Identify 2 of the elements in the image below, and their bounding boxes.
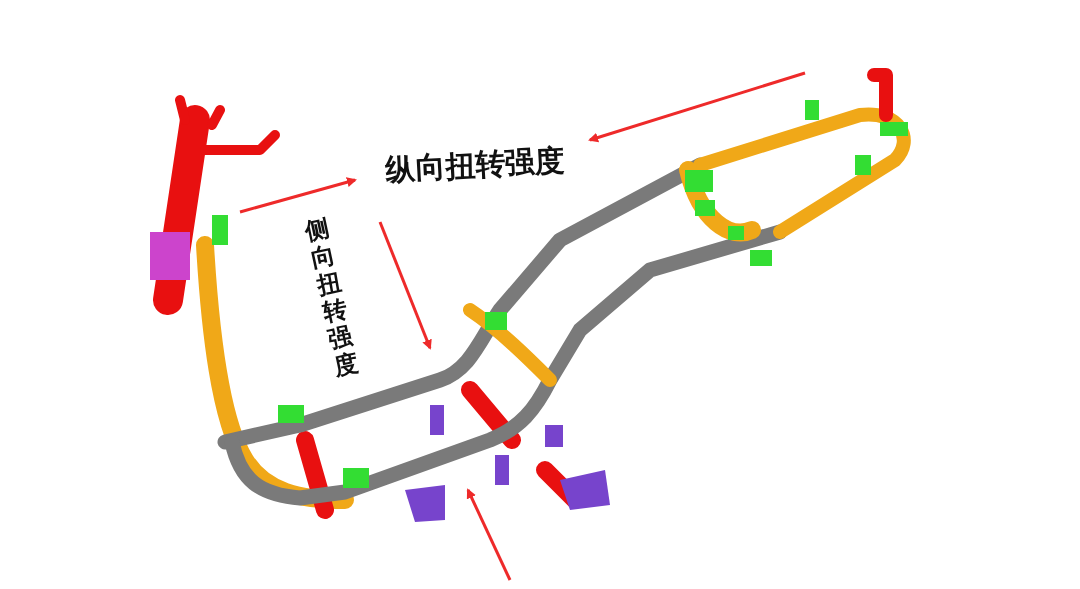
annotation-text: 侧向扭转强度 (303, 214, 362, 382)
annotation-text: 纵向扭转强度 (384, 145, 566, 185)
